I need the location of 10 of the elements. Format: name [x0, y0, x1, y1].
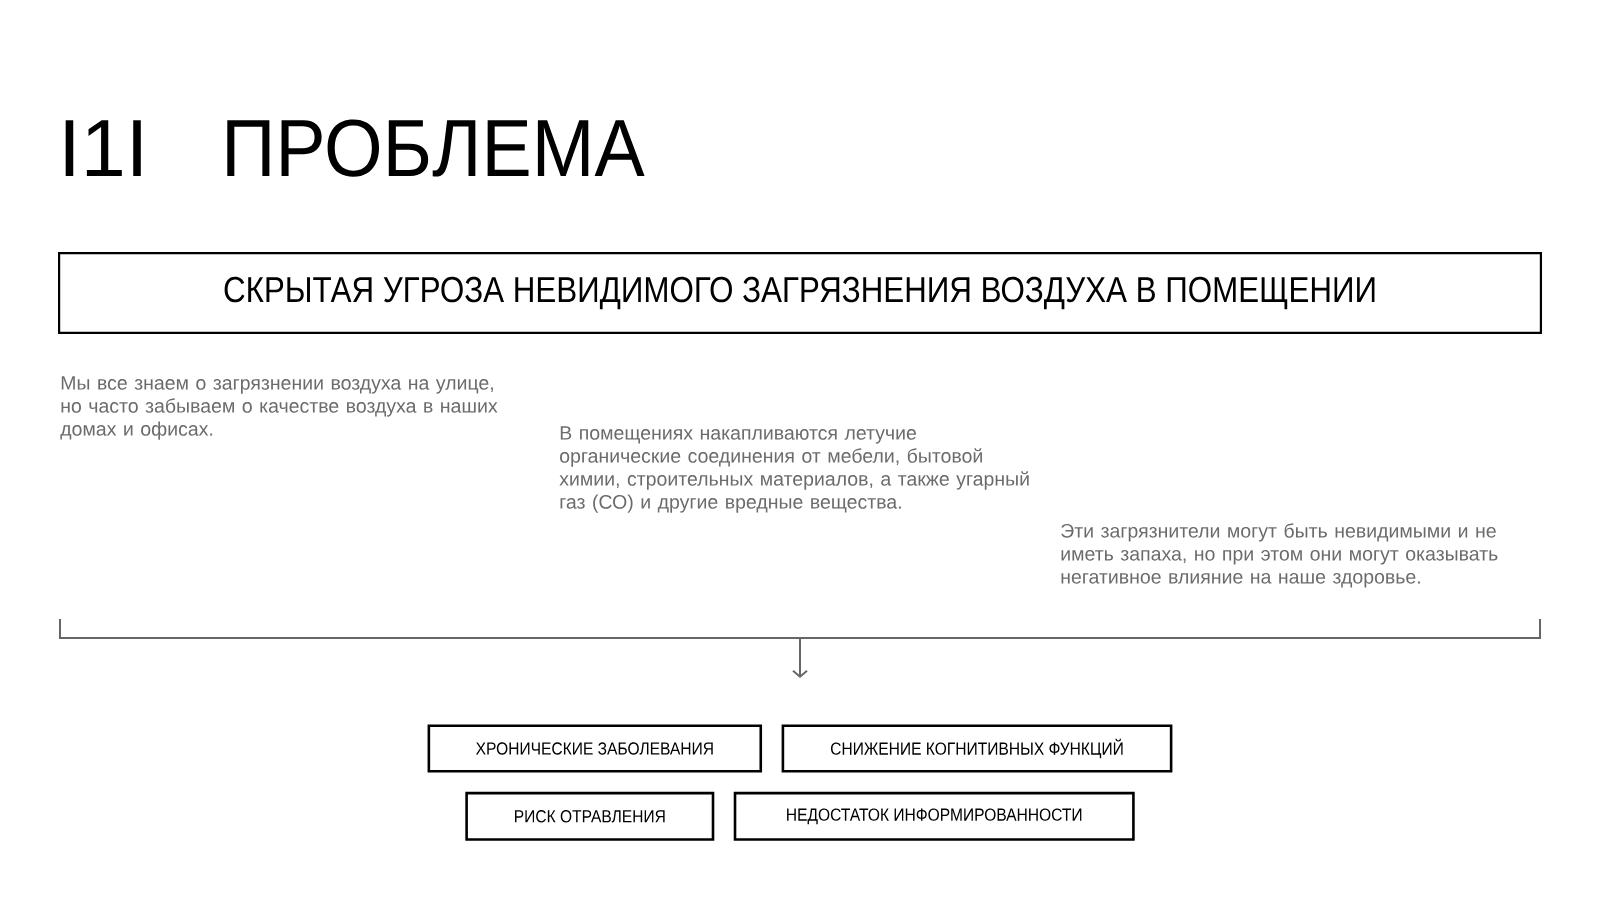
outcome-box: НЕДОСТАТОК ИНФОРМИРОВАННОСТИ	[733, 791, 1135, 841]
outcome-box: РИСК ОТРАВЛЕНИЯ	[465, 791, 715, 841]
title: ПРОБЛЕМА	[227, 119, 645, 177]
paragraph: Эти загрязнители могут быть невидимыми и не иметь запаха, но при этом они могут оказывать негативное влияние на наше здоровье.	[1061, 523, 1498, 588]
paragraph: В помещениях накапливаются летучие органические соединения от мебели, бытовой химии, строительных материалов, а также угарный газ (СО) и другие вредные вещества.	[559, 426, 1029, 513]
outcome-box: СНИЖЕНИЕ КОГНИТИВНЫХ ФУНКЦИЙ	[781, 724, 1173, 773]
paragraph: Мы все знаем о загрязнении воздуха на улице, но часто забываем о качестве воздуха в наших домах и офисах.	[60, 376, 498, 440]
section-number: I1I	[65, 120, 141, 176]
heading-box: СКРЫТАЯ УГРОЗА НЕВИДИМОГО ЗАГРЯЗНЕНИЯ ВОЗДУХА В ПОМЕЩЕНИИ	[58, 252, 1542, 334]
outcome-box: ХРОНИЧЕСКИЕ ЗАБОЛЕВАНИЯ	[427, 724, 763, 773]
